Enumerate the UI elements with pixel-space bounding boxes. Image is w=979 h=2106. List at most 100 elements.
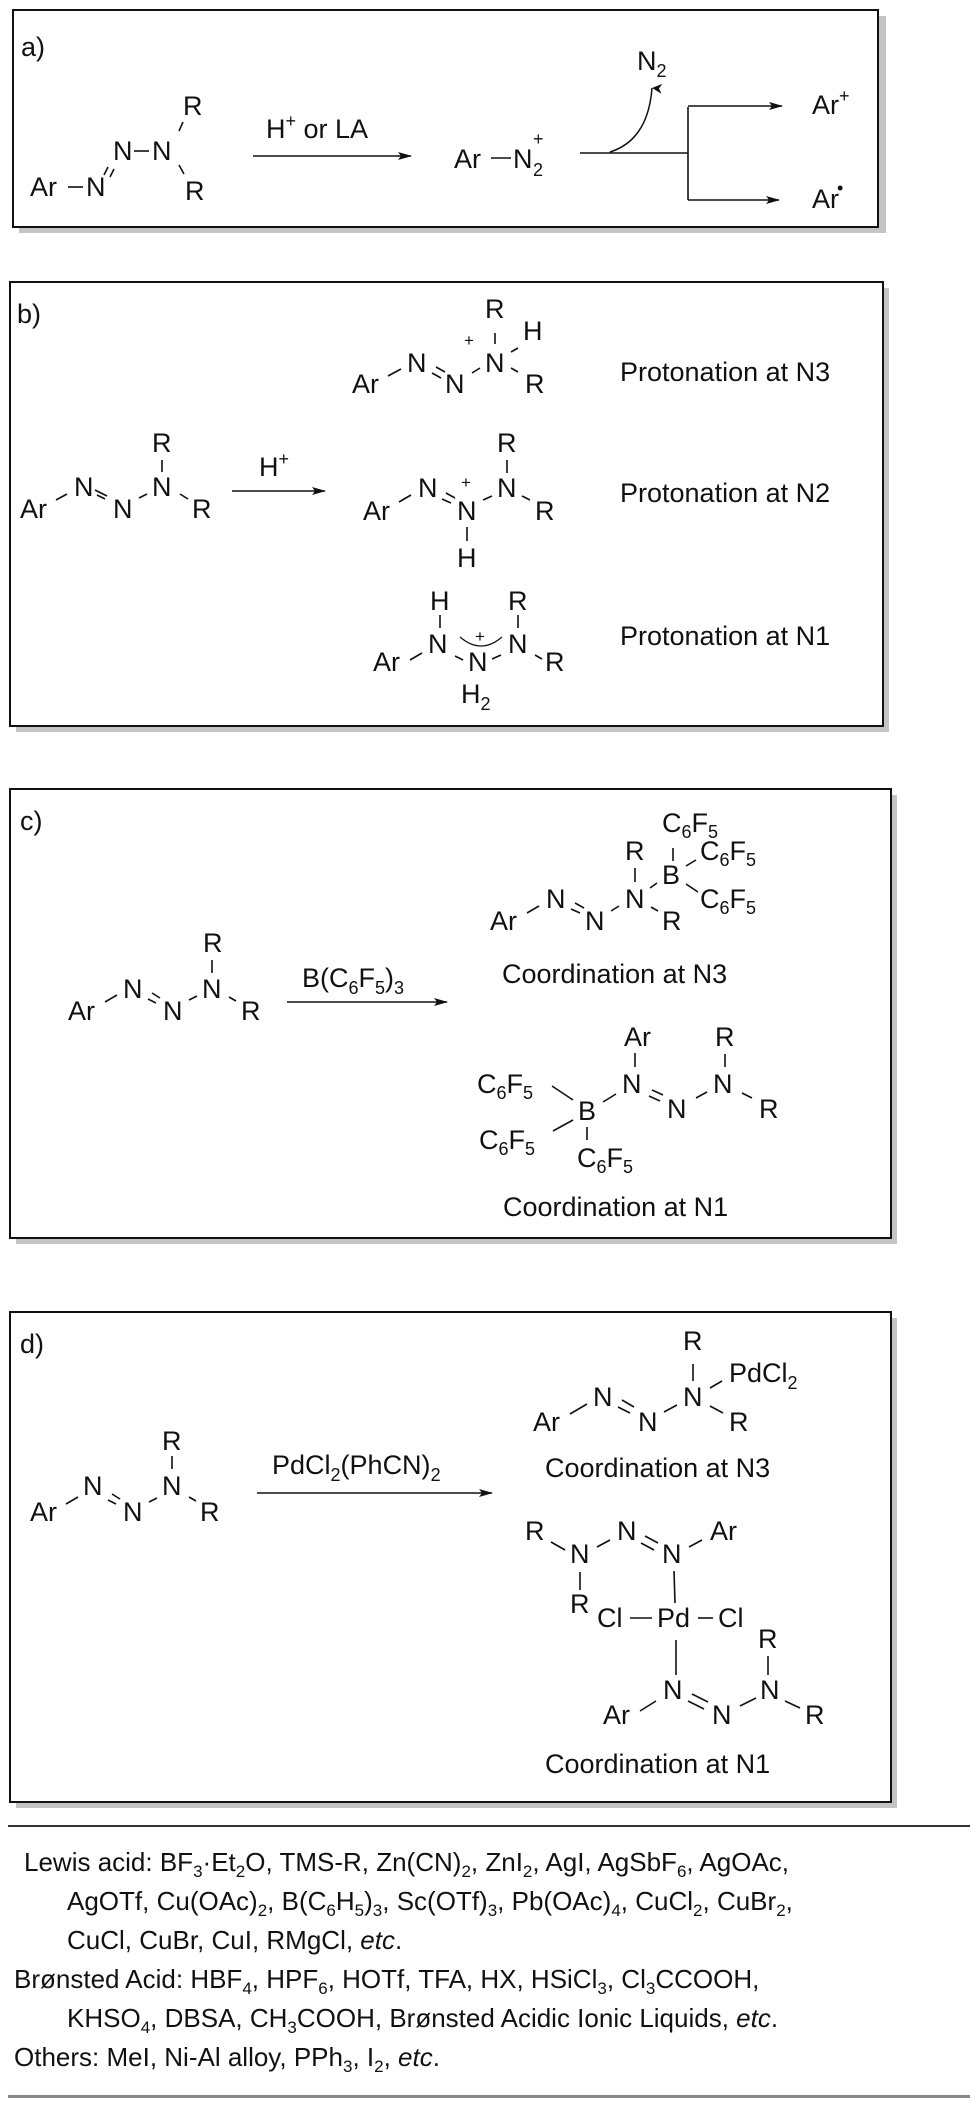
bond [387, 368, 402, 377]
atom-ar: Ar [68, 996, 95, 1026]
atom-r: R [200, 1497, 220, 1527]
double-bond [570, 908, 581, 914]
double-bond [617, 1406, 631, 1414]
bond [178, 121, 184, 132]
atom-n: N [622, 1069, 642, 1099]
panel-d-frame [9, 1311, 892, 1803]
panel-b-frame [9, 281, 884, 727]
bond [610, 905, 620, 912]
atom-n: N [712, 1700, 732, 1730]
bond [709, 1380, 723, 1389]
atom-r: R [485, 294, 505, 324]
atom-pd: Pd [657, 1603, 690, 1633]
atom-b: B [578, 1096, 596, 1126]
atom-r: R [185, 176, 205, 206]
caption-protonation-n2: Protonation at N2 [620, 478, 830, 508]
atom-n: N [663, 1675, 683, 1705]
bond [685, 883, 699, 893]
atom-n: N [113, 494, 133, 524]
others-line: Others: MeI, Ni-Al alloy, PPh3, I2, etc. [14, 2042, 440, 2077]
reagent-label: B(C6F5)3 [302, 963, 404, 998]
lewis-acid-title: Lewis acid: [24, 1847, 160, 1877]
atom-n: N [74, 472, 94, 502]
bond [409, 652, 423, 661]
subscript: 2 [533, 160, 543, 180]
atom-n: N [86, 172, 106, 202]
atom-n: N [497, 473, 517, 503]
double-bond [648, 1095, 661, 1102]
bond [179, 493, 189, 500]
product-coordination-n1: Ar N N N R R B C6F5 C6F5 C6F5 [477, 1022, 779, 1177]
atom-n: N [713, 1069, 733, 1099]
atom-n: N [457, 496, 477, 526]
product-coordination-n1: R N N N Ar R Cl Pd Cl N Ar N N [525, 1516, 825, 1730]
product-protonation-n3: Ar N N N + R H R [352, 294, 545, 399]
double-bond [691, 1693, 709, 1703]
atom-n: N [638, 1407, 658, 1437]
panel-a: a) Ar N N N R R H+ or LA Ar N 2 + N2 [12, 9, 886, 233]
double-bond [687, 1700, 705, 1710]
bond [741, 1092, 753, 1099]
bond [709, 1405, 724, 1414]
bond [482, 495, 493, 501]
lewis-acid-line-3: CuCl, CuBr, CuI, RMgCl, etc. [67, 1925, 403, 1955]
bond [663, 1404, 678, 1413]
atom-ar: Ar [624, 1022, 651, 1052]
atom-h: H [430, 586, 450, 616]
bond [188, 995, 198, 1001]
atom-n: N [667, 1094, 687, 1124]
bond [534, 654, 543, 660]
atom-n: N [162, 1471, 182, 1501]
caption-coordination-n3: Coordination at N3 [545, 1453, 770, 1483]
bond [55, 493, 68, 501]
bond [688, 1539, 703, 1548]
panel-c-label: c) [20, 806, 43, 836]
double-bond [574, 902, 585, 909]
c6f5-group: C6F5 [700, 836, 756, 870]
double-bond [147, 998, 157, 1004]
aryl-radical: Ar• [812, 178, 843, 214]
bond [552, 1119, 574, 1132]
atom-n: N [485, 348, 505, 378]
divider-top [8, 1825, 970, 1827]
atom-n: N [83, 1471, 103, 1501]
bond [526, 905, 540, 914]
atom-n: N [418, 473, 438, 503]
bond [569, 1403, 588, 1415]
atom-ar: Ar [710, 1516, 737, 1546]
panel-b-label: b) [17, 299, 41, 329]
atom-r: R [662, 906, 682, 936]
atom-ar: Ar [490, 906, 517, 936]
atom-ar: Ar [373, 647, 400, 677]
reagent-label: H+ [259, 449, 289, 482]
charge: + [464, 331, 474, 350]
atom-r: R [497, 428, 517, 458]
bond [148, 1497, 158, 1503]
atom-n: N [428, 629, 448, 659]
double-bond [431, 372, 442, 379]
pdcl2-group: PdCl2 [729, 1358, 798, 1393]
panel-c-frame [9, 788, 892, 1239]
lewis-acid-line-2: AgOTf, Cu(OAc)2, B(C6H5)3, Sc(OTf)3, Pb(… [67, 1886, 793, 1921]
bond [510, 367, 519, 373]
atom-r: R [545, 647, 565, 677]
bond [673, 1570, 676, 1604]
double-bond [111, 1493, 121, 1500]
bond [188, 1496, 197, 1502]
atom-ar: Ar [20, 494, 47, 524]
atom-r: R [152, 428, 172, 458]
bond [138, 493, 148, 499]
atom-h: H [457, 543, 477, 573]
double-bond [96, 494, 106, 500]
reagent-label: H+ or LA [266, 111, 368, 144]
atom-r: R [535, 496, 555, 526]
c6f5-group: C6F5 [700, 884, 756, 918]
atom-ar: Ar [363, 496, 390, 526]
charge: + [461, 473, 471, 492]
atom-h: H [523, 316, 543, 346]
divider-bottom [8, 2095, 970, 2098]
atom-r: R [758, 1624, 778, 1654]
bond [639, 1700, 657, 1712]
double-bond [109, 168, 115, 178]
atom-r: R [759, 1094, 779, 1124]
